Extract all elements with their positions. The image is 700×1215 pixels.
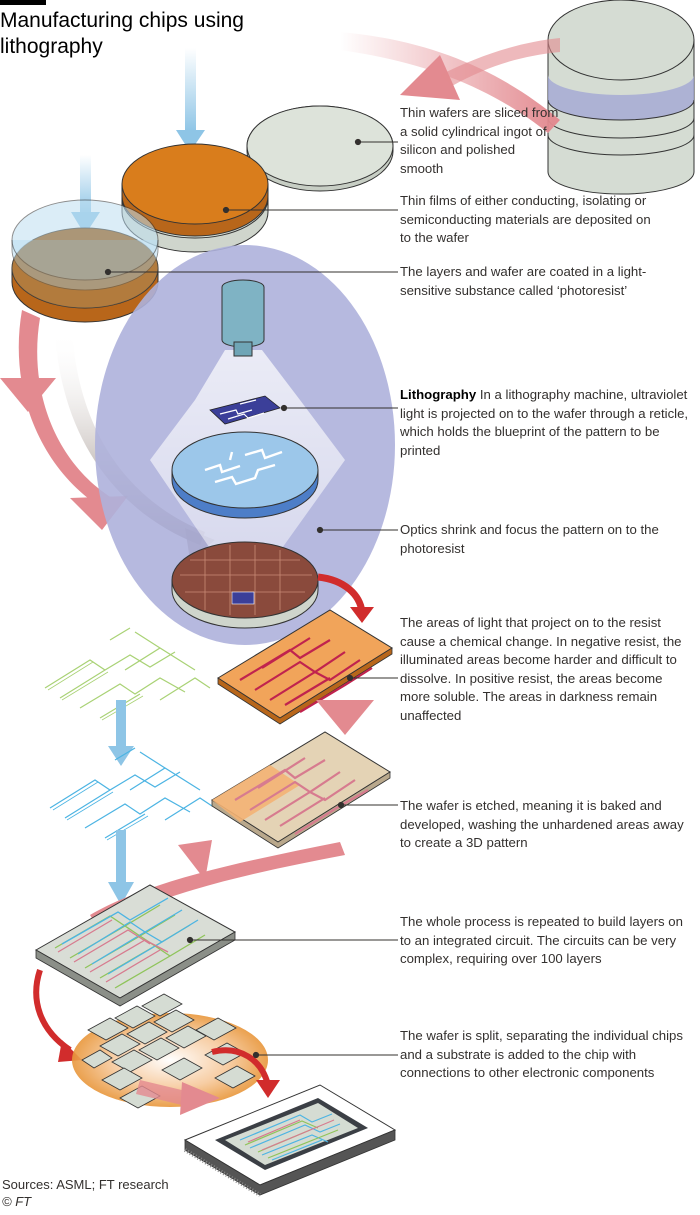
arrow-ingot-to-wafer-head (400, 55, 460, 100)
arrow-ingot-to-wafer (340, 32, 560, 133)
annotation-slicing: Thin wafers are sliced from a solid cyli… (400, 105, 559, 176)
coated-wafer (11, 199, 159, 323)
annotation-lithography-text: In a lithography machine, ultraviolet li… (400, 387, 689, 458)
copyright: © FT (2, 1194, 32, 1209)
deposited-wafer (121, 143, 269, 253)
blue-arrow-blue-to-layers (116, 830, 126, 885)
arrow-chip-to-substrate (211, 1047, 271, 1086)
annotation-coating: The layers and wafer are coated in a lig… (400, 264, 647, 298)
annotation-layering: The whole process is repeated to build l… (400, 914, 683, 966)
silicon-ingot (547, 0, 695, 195)
arrow-split-to-package (136, 1080, 190, 1106)
annotation-etching: The wafer is etched, meaning it is baked… (400, 798, 684, 850)
reticle (209, 395, 281, 425)
circuit-layer-green (44, 627, 211, 721)
exposed-photoresist-board (217, 609, 393, 725)
annotation-lithography: Lithography In a lithography machine, ul… (400, 386, 692, 460)
page-title: Manufacturing chips using lithography (0, 9, 244, 58)
annotation-lithography-label: Lithography (400, 387, 477, 402)
coating-arrow (80, 155, 91, 215)
circuit-layer-blue (49, 747, 213, 841)
arrow-exposure-to-etching (316, 700, 374, 735)
exposed-wafer (171, 541, 319, 629)
projection-lens (171, 431, 319, 519)
thin-wafer (246, 105, 394, 192)
source-credit: Sources: ASML; FT research (2, 1177, 169, 1192)
annotation-optics: Optics shrink and focus the pattern on t… (400, 522, 659, 556)
leader-lines (104, 138, 398, 1059)
blue-arrow-green-to-blue (116, 700, 126, 750)
annotation-exposure: The areas of light that project on to th… (400, 615, 682, 723)
arrow-layers-to-split (33, 969, 72, 1053)
uv-light-source (221, 279, 265, 357)
brand-bar (0, 0, 46, 5)
packaged-chip (183, 1084, 397, 1197)
multilayer-circuit-board (34, 884, 237, 1007)
arrow-etching-to-layering (90, 842, 345, 928)
annotation-splitting: The wafer is split, separating the indiv… (400, 1028, 683, 1080)
arrow-coating-to-lithography (18, 310, 113, 510)
annotation-deposition: Thin films of either conducting, isolati… (400, 193, 651, 245)
etched-board (211, 731, 391, 849)
deposition-arrow (185, 48, 196, 132)
split-chips (72, 993, 268, 1109)
